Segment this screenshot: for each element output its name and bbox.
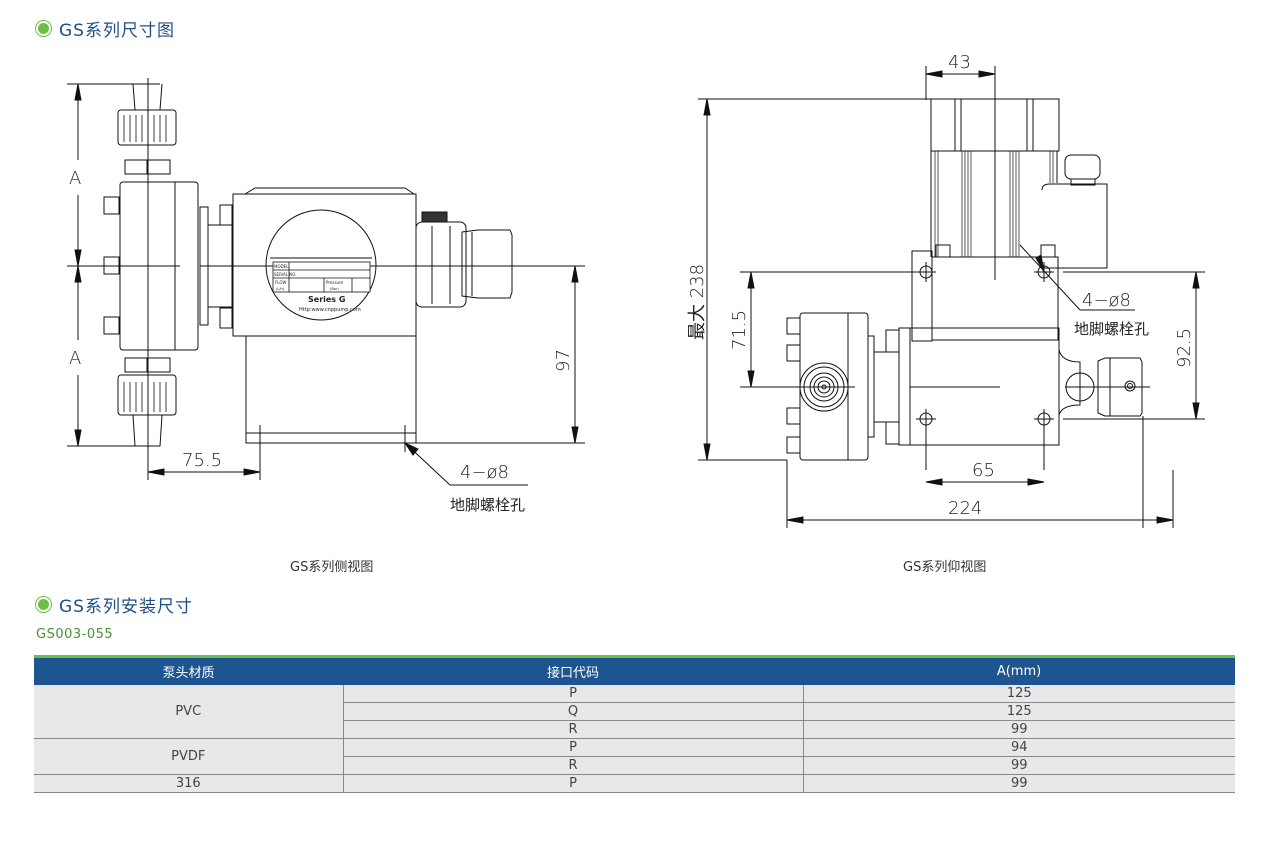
dim-total: 224 — [948, 498, 982, 519]
dim-max-height: 最大 238 — [687, 264, 708, 340]
bottom-view-caption: GS系列仰视图 — [903, 560, 987, 575]
side-view-drawing: MODEL SERIAL NO. FLOW (L/h) Pressure (Ba… — [67, 78, 585, 514]
dim-a-bottom: A — [69, 348, 81, 369]
code-cell: P — [343, 774, 804, 793]
dim-a-top: A — [69, 168, 81, 189]
bullet-icon — [38, 23, 49, 34]
header-code: 接口代码 — [343, 655, 803, 685]
a-cell: 99 — [803, 756, 1235, 775]
material-cell: PVDF — [34, 738, 344, 775]
nameplate-pressure-unit: (Bar) — [330, 287, 339, 291]
dim-right: 92.5 — [1174, 328, 1195, 368]
hole-label: 地脚螺栓孔 — [450, 496, 525, 514]
nameplate-serial: SERIAL NO. — [274, 272, 297, 277]
code-cell: P — [343, 738, 804, 757]
section-title-drawing: GS系列尺寸图 — [36, 16, 175, 41]
table-row: Q 125 — [34, 702, 1235, 721]
code-cell: R — [343, 720, 804, 739]
dim-top: 43 — [948, 52, 971, 73]
header-a: A(mm) — [803, 655, 1235, 685]
dim-width: 75.5 — [182, 450, 222, 471]
code-cell: Q — [343, 702, 804, 721]
bullet-icon — [38, 599, 49, 610]
a-cell: 99 — [803, 720, 1235, 739]
dim-left: 71.5 — [729, 310, 750, 350]
code-cell: P — [343, 685, 804, 703]
side-view-caption: GS系列侧视图 — [290, 560, 374, 575]
a-cell: 125 — [803, 702, 1235, 721]
nameplate-url: Http:www.cnppump.com — [299, 307, 361, 313]
a-cell: 99 — [803, 774, 1235, 793]
code-cell: R — [343, 756, 804, 775]
header-material: 泵头材质 — [34, 655, 343, 685]
table-row: PVDF P 94 — [34, 738, 1235, 775]
nameplate-flow-unit: (L/h) — [276, 287, 285, 291]
a-cell: 94 — [803, 738, 1235, 757]
material-cell: PVC — [34, 685, 344, 739]
table-row: 316 P 99 — [34, 774, 1235, 793]
a-cell: 125 — [803, 685, 1235, 703]
hole-spec-bottom: 4−ø8 — [1082, 290, 1131, 311]
dim-holes: 65 — [972, 460, 995, 481]
section-title-install: GS系列安装尺寸 — [36, 592, 193, 617]
nameplate-model: MODEL — [274, 264, 289, 269]
table-row: R 99 — [34, 756, 1235, 775]
section-title-text: GS系列安装尺寸 — [59, 597, 193, 617]
material-cell: 316 — [34, 774, 344, 793]
hole-label-bottom: 地脚螺栓孔 — [1074, 320, 1149, 338]
nameplate-pressure: Pressure — [326, 280, 344, 285]
hole-spec: 4−ø8 — [460, 462, 509, 483]
model-range: GS003-055 — [36, 627, 114, 642]
table-row: PVC P 125 — [34, 685, 1235, 739]
nameplate-brand: Series G — [308, 295, 345, 304]
bottom-view-drawing: 43 最大 238 71.5 92.5 65 224 4−ø8 地脚螺栓孔 — [687, 52, 1205, 528]
install-dimension-table: 泵头材质 接口代码 A(mm) PVC P 125 Q 125 R 99 PVD… — [34, 655, 1235, 793]
section-title-text: GS系列尺寸图 — [59, 21, 175, 41]
table-row: R 99 — [34, 720, 1235, 739]
table-header-row: 泵头材质 接口代码 A(mm) — [34, 655, 1235, 685]
nameplate-flow: FLOW — [275, 280, 287, 285]
dim-height: 97 — [553, 349, 574, 372]
